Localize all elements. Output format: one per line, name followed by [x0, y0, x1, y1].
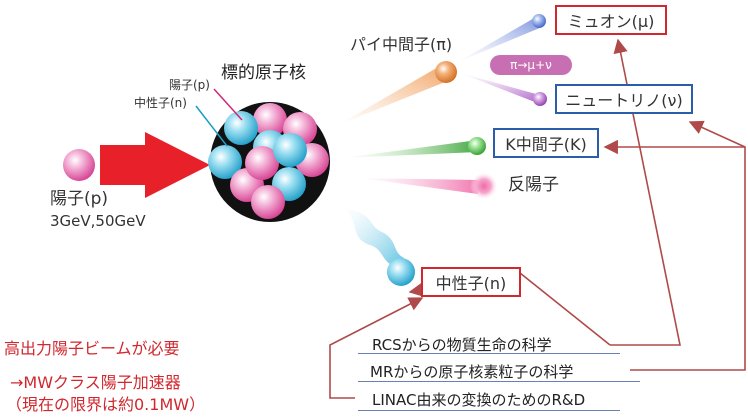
incoming-energy-label: 3GeV,50GeV — [50, 212, 146, 230]
kaon-box: K中間子(K) — [493, 128, 599, 158]
incoming-proton-label: 陽子(p) — [50, 189, 109, 209]
mr-to-kaon-arrow — [603, 139, 746, 371]
requirement-line-2: →MWクラス陽子加速器 — [10, 373, 181, 392]
science-linac-underline — [358, 410, 620, 411]
science-mr: MRからの原子核素粒子の科学 — [370, 363, 574, 381]
pion-label: パイ中間子(π) — [350, 35, 453, 54]
neutron-trail — [345, 208, 404, 268]
linac-to-neutron-arrow — [329, 297, 424, 399]
nucleons — [208, 103, 329, 219]
muon-ball — [532, 14, 546, 28]
muon-trail — [458, 17, 542, 62]
neutrino-trail — [460, 73, 540, 104]
decay-pill: π→μ+ν — [490, 55, 572, 75]
antiproton-trail — [360, 178, 478, 194]
pion-ball — [435, 61, 457, 83]
science-linac: LINAC由来の変換のためのR&D — [372, 391, 586, 409]
mr-to-neutrino-arrow — [688, 120, 746, 148]
incoming-proton-ball — [63, 149, 95, 181]
kaon-trail — [342, 140, 478, 158]
neutron-ball — [387, 258, 415, 286]
neutrino-ball — [533, 92, 547, 106]
proton-tag-line — [213, 88, 243, 121]
nucleus-title: 標的原子核 — [221, 63, 306, 83]
antiproton-ball — [470, 172, 498, 200]
neutron-tag-line — [195, 105, 228, 147]
requirement-line-1: 高出力陽子ビームが必要 — [4, 339, 180, 358]
kaon-ball — [468, 137, 486, 155]
incoming-arrow — [100, 132, 210, 198]
nucleus-proton-tag: 陽子(p) — [169, 78, 210, 92]
neutron-box: 中性子(n) — [421, 267, 521, 297]
muon-box: ミュオン(μ) — [555, 5, 667, 35]
nucleus-neutron-tag: 中性子(n) — [134, 96, 187, 110]
pion-trail — [338, 66, 450, 125]
neutrino-box: ニュートリノ(ν) — [555, 84, 693, 114]
requirement-line-3: （現在の限界は約0.1MW） — [6, 395, 206, 414]
science-rcs: RCSからの物質生命の科学 — [372, 336, 552, 354]
rcs-to-muon-arrow — [610, 38, 681, 346]
science-rcs-underline — [358, 353, 620, 354]
antiproton-label: 反陽子 — [508, 175, 559, 195]
science-mr-underline — [358, 381, 640, 382]
